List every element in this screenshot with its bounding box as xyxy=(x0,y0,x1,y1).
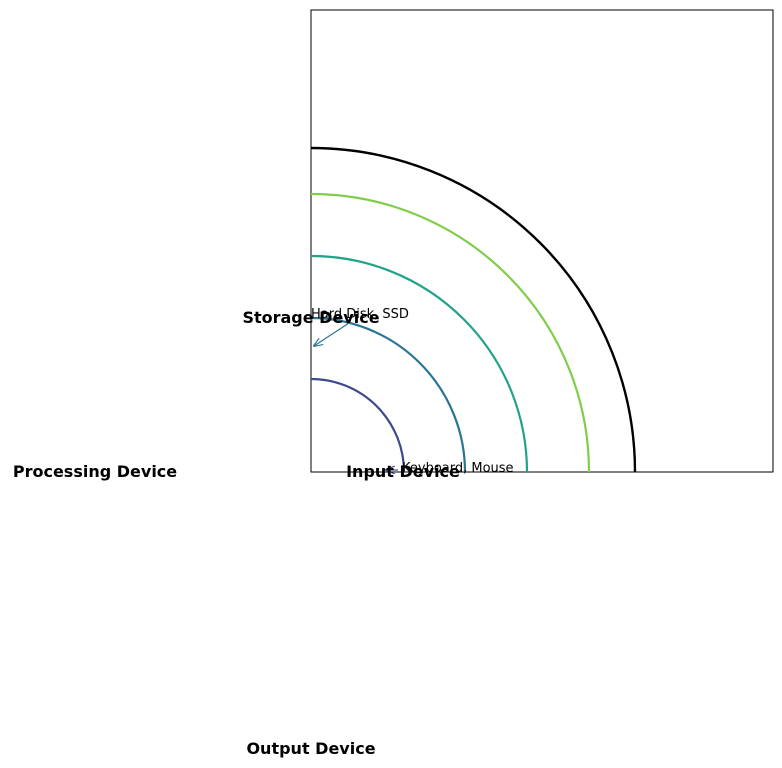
processing-device-label: Processing Device xyxy=(13,462,177,481)
storage-arrow xyxy=(314,322,350,346)
plot-frame xyxy=(310,9,774,473)
ring-3 xyxy=(310,254,529,473)
ring-1 xyxy=(310,377,406,473)
input-examples-label: Keyboard, Mouse xyxy=(402,461,514,476)
output-device-label: Output Device xyxy=(246,739,375,758)
storage-device-label: Storage Device xyxy=(242,308,379,327)
input-device-label: Input Device xyxy=(346,462,460,481)
ring-5 xyxy=(310,146,637,473)
storage-examples-label: Hard Disk, SSD xyxy=(311,307,409,322)
ring-4 xyxy=(310,192,591,473)
ring-2 xyxy=(310,316,467,473)
